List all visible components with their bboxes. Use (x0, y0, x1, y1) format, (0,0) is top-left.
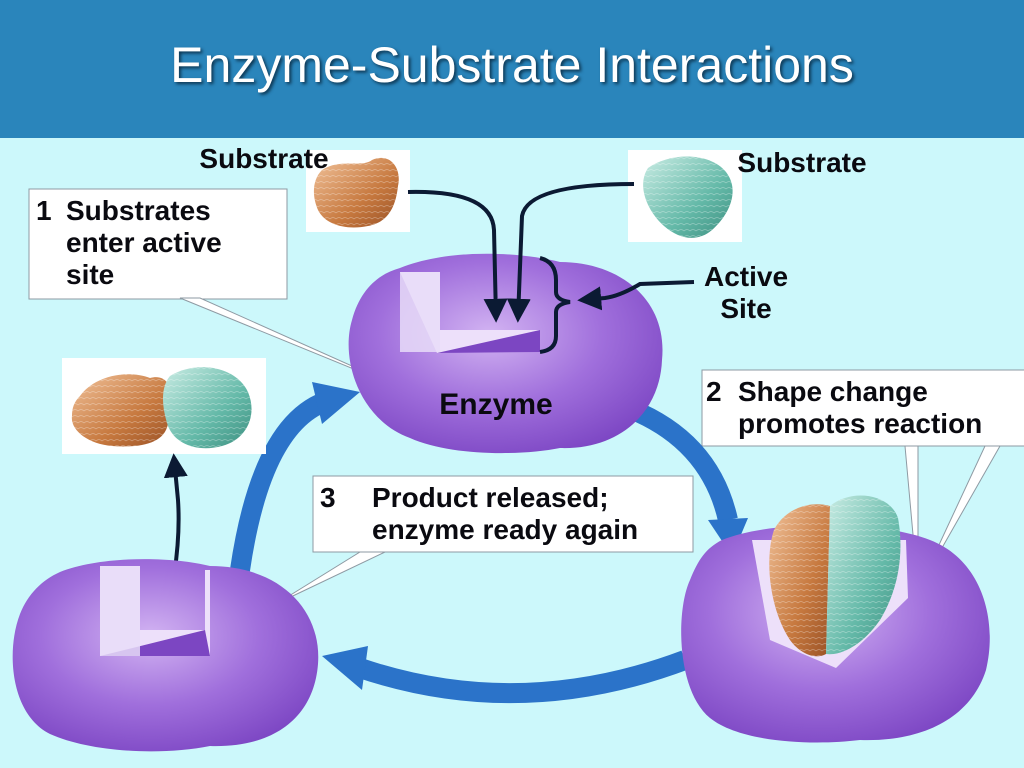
substrate-teal-top (628, 150, 742, 242)
active-site-label-line-2: Site (720, 293, 771, 324)
active-site-label-line-1: Active (704, 261, 788, 292)
step-1-line-2: enter active (66, 227, 222, 258)
step-2-line-2: promotes reaction (738, 408, 982, 439)
step-2-box (701, 369, 1024, 447)
step-2-line-1: Shape change (738, 376, 928, 407)
step-1-line-3: site (66, 259, 114, 290)
step-3-box (312, 475, 694, 553)
substrate-orange-top (306, 150, 410, 232)
substrate-label-left: Substrate (199, 143, 328, 174)
cycle-arrow-release-shaft (356, 650, 689, 704)
enzyme-label: Enzyme (439, 388, 552, 421)
substrate-left-entry-arrow (407, 189, 508, 323)
active-site-bracket (539, 256, 571, 354)
step-3-line-1: Product released; (372, 482, 609, 513)
step-1-box (28, 188, 288, 300)
substrate-right-entry-arrow (506, 182, 635, 323)
cycle-arrow-return-shaft (230, 390, 334, 572)
enzyme-top (348, 253, 663, 454)
product-pair (62, 358, 266, 454)
step-3-number: 3 (320, 482, 336, 513)
cycle-arrow-return-head (312, 382, 360, 424)
cycle-arrow-forward-shaft (624, 398, 738, 523)
step-1-line-1: Substrates (66, 195, 211, 226)
enzyme-bottom-left (12, 559, 319, 752)
enzyme-bottom-right (681, 495, 990, 743)
step-2-number: 2 (706, 376, 722, 407)
cycle-arrow-release-head (322, 646, 368, 690)
step-1-number: 1 (36, 195, 52, 226)
step-3-callout-pointer (275, 551, 386, 605)
substrate-label-right: Substrate (737, 147, 866, 178)
slide-title: Enzyme-Substrate Interactions (170, 37, 854, 93)
cycle-arrow-forward-head (708, 518, 748, 556)
title-bar (0, 0, 1024, 138)
active-site-pointer-arrow (577, 280, 695, 311)
step-3-line-2: enzyme ready again (372, 514, 638, 545)
